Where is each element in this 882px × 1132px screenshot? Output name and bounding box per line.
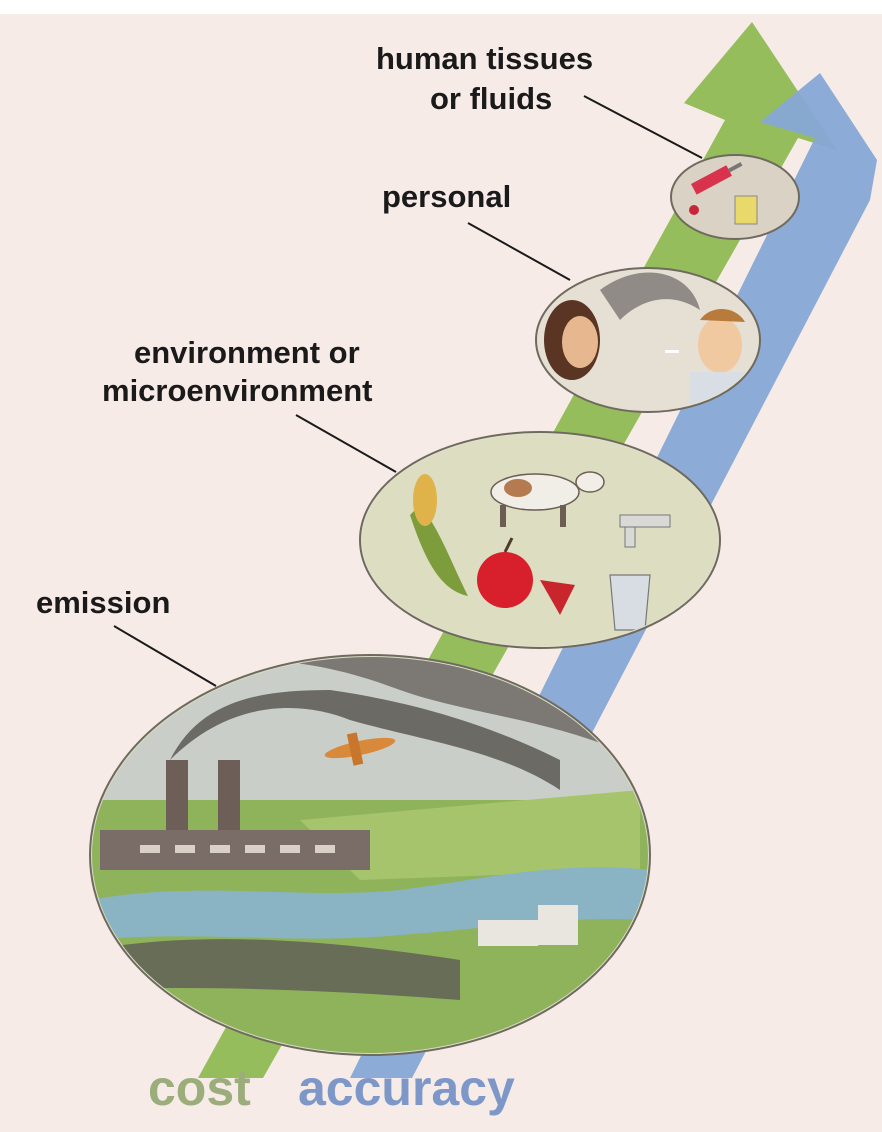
label-emission: emission: [36, 584, 170, 622]
axis-label-cost: cost: [148, 1060, 251, 1116]
label-human-tissues-line2: or fluids: [430, 80, 552, 118]
sample-jar-icon: [735, 196, 757, 224]
axis-label-accuracy: accuracy: [298, 1060, 515, 1116]
environment-vignette: [360, 430, 720, 650]
label-personal: personal: [382, 178, 511, 216]
water-glass-icon: [610, 575, 650, 630]
top-edge: [0, 0, 882, 14]
smokestack-left: [166, 760, 188, 840]
label-human-tissues-line1: human tissues: [376, 40, 593, 78]
woman-face: [544, 300, 600, 380]
label-environment-line1: environment or: [134, 334, 360, 372]
human-tissues-vignette: [671, 155, 799, 239]
smokestack-right: [218, 760, 240, 840]
blood-drop-icon: [689, 205, 699, 215]
label-environment-line2: microenvironment: [102, 372, 372, 410]
personal-vignette: [536, 268, 760, 412]
